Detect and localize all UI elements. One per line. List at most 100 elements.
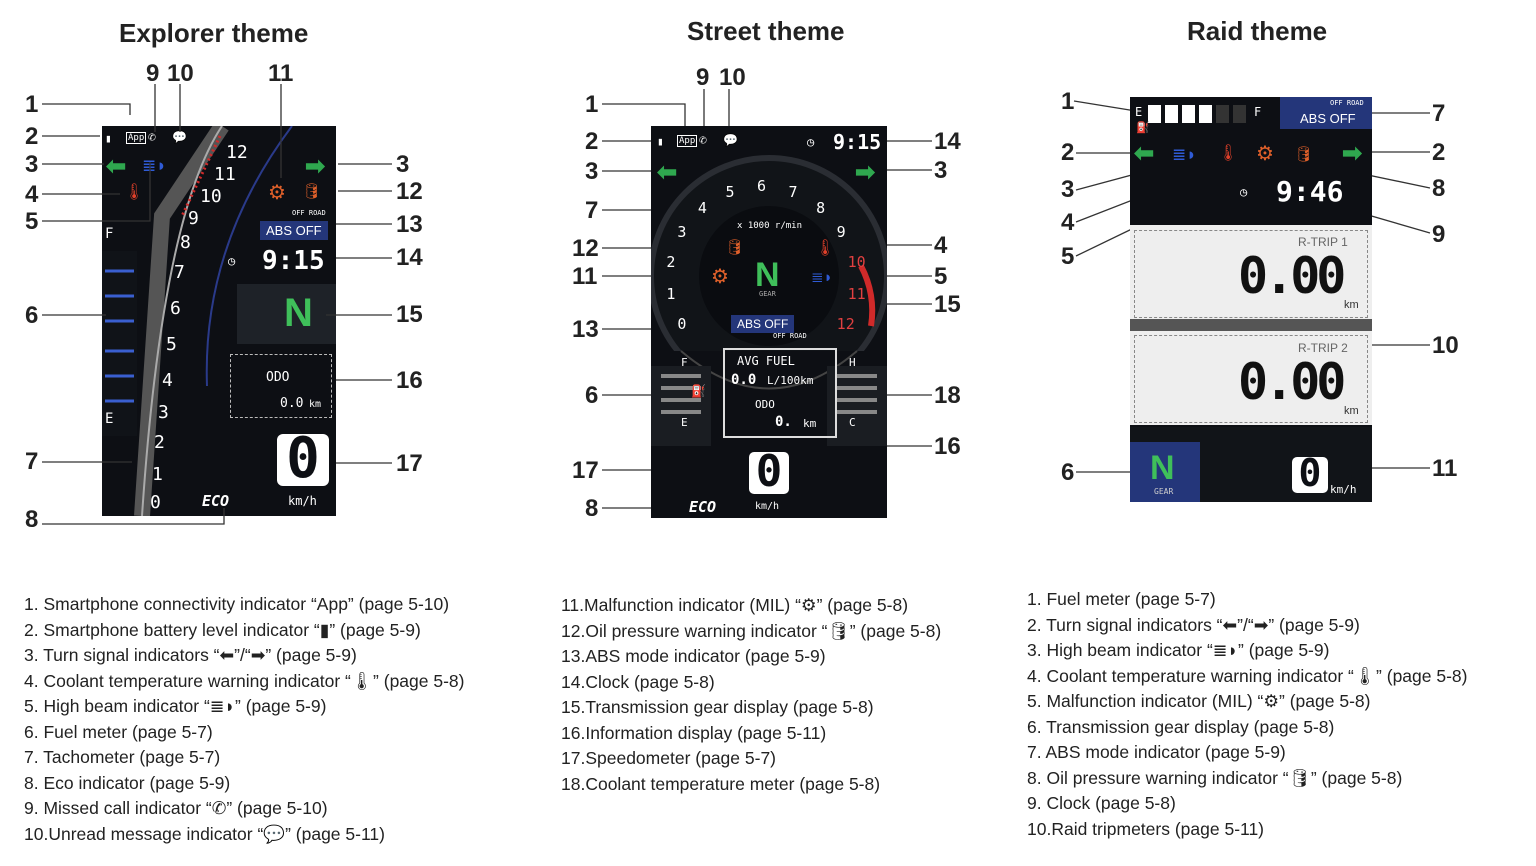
street-callout-16: 16 xyxy=(934,433,961,460)
street-oil-icon: 🛢 xyxy=(725,239,745,256)
explorer-oil-icon: 🛢 xyxy=(302,183,322,200)
legend-item: 7. Tachometer (page 5-7) xyxy=(24,747,221,767)
tach-tick-label: 0 xyxy=(150,492,161,513)
raid-right-turn-icon: ➡ xyxy=(1342,140,1363,167)
legend-item: 18.Coolant temperature meter (page 5-8) xyxy=(561,773,881,794)
tach-tick-label: 11 xyxy=(214,164,236,185)
raid-trip1-label: R-TRIP 1 xyxy=(1298,235,1348,249)
dial-number: 3 xyxy=(677,223,687,241)
street-left-turn-icon: ⬅ xyxy=(657,159,678,186)
explorer-callout-11: 11 xyxy=(268,60,294,87)
explorer-phone-battery-icon: ▮ xyxy=(105,132,112,145)
raid-screen: E F ⛽ OFF ROAD ABS OFF ⬅ ≣◗ 🌡 ⚙ 🛢 ➡ ◷ 9:… xyxy=(1130,97,1372,502)
legend-item: 10.Unread message indicator “💬” (page 5-… xyxy=(24,823,385,844)
street-eco-indicator: ECO xyxy=(689,498,717,516)
explorer-callout-6: 6 xyxy=(25,302,39,329)
street-theme-title: Street theme xyxy=(687,16,845,46)
message-icon: 💬 xyxy=(172,130,187,144)
explorer-gear-display: N xyxy=(284,291,313,335)
street-callout-1: 1 xyxy=(585,91,599,118)
street-rpm-label: x 1000 r/min xyxy=(737,221,803,231)
tach-tick-label: 3 xyxy=(158,402,169,423)
explorer-callout-3-right: 3 xyxy=(396,151,410,178)
raid-left-turn-icon: ⬅ xyxy=(1134,140,1155,167)
explorer-clock-icon: ◷ xyxy=(228,254,236,268)
fuel-bar-segment xyxy=(1165,105,1178,123)
street-speedometer: 0 xyxy=(755,446,783,497)
street-callout-4: 4 xyxy=(934,232,948,259)
legend-item: 9. Missed call indicator “✆” (page 5-10) xyxy=(24,798,328,818)
explorer-right-turn-icon: ➡ xyxy=(305,153,326,180)
raid-trip1-unit: km xyxy=(1344,299,1359,311)
street-message-icon: 💬 xyxy=(723,133,738,147)
raid-abs-indicator: ABS OFF xyxy=(1300,111,1356,126)
raid-callout-2-right: 2 xyxy=(1432,139,1446,166)
tach-tick-label: 6 xyxy=(170,298,181,319)
explorer-abs-indicator: ABS OFF xyxy=(260,221,328,240)
raid-fuel-empty-label: E xyxy=(1135,105,1143,119)
explorer-high-beam-icon: ≣◗ xyxy=(142,156,167,175)
legend-item: 7. ABS mode indicator (page 5-9) xyxy=(1027,742,1286,762)
fuel-bar-segment xyxy=(1182,105,1195,123)
street-avg-fuel-unit: L/100km xyxy=(767,374,814,387)
explorer-callout-7: 7 xyxy=(25,448,39,475)
raid-callout-6: 6 xyxy=(1061,459,1075,486)
explorer-callout-16: 16 xyxy=(396,367,423,394)
raid-trip-divider xyxy=(1130,319,1372,331)
legend-item: 3. Turn signal indicators “⬅”/“➡” (page … xyxy=(24,645,357,665)
legend-item: 1. Smartphone connectivity indicator “Ap… xyxy=(24,594,450,614)
raid-theme-title: Raid theme xyxy=(1187,16,1328,46)
dial-number: 5 xyxy=(725,182,735,201)
fuel-bar-segment xyxy=(1216,105,1229,123)
dial-number: 0 xyxy=(677,315,687,333)
explorer-coolant-icon: 🌡 xyxy=(124,184,145,201)
street-speed-unit: km/h xyxy=(755,501,780,512)
legend-item: 4. Coolant temperature warning indicator… xyxy=(24,670,465,691)
raid-gear-label: GEAR xyxy=(1154,487,1174,496)
explorer-callout-8: 8 xyxy=(25,506,39,533)
raid-abs-band xyxy=(1280,97,1372,129)
street-callout-3: 3 xyxy=(585,158,599,185)
explorer-callout-15: 15 xyxy=(396,301,423,328)
missed-call-icon: ✆ xyxy=(148,130,156,145)
street-avg-fuel-label: AVG FUEL xyxy=(737,354,795,368)
dial-number: 7 xyxy=(788,182,798,201)
tach-tick-label: 7 xyxy=(174,262,185,283)
street-avg-fuel-value: 0.0 xyxy=(731,372,757,388)
raid-callout-1: 1 xyxy=(1061,88,1075,115)
street-odo-label: ODO xyxy=(755,398,775,411)
legend-item: 4. Coolant temperature warning indicator… xyxy=(1027,665,1468,686)
raid-high-beam-icon: ≣◗ xyxy=(1172,145,1197,164)
raid-trip2-display xyxy=(1134,335,1368,423)
explorer-callout-4: 4 xyxy=(25,181,39,208)
explorer-speedometer: 0 xyxy=(286,426,320,491)
street-callout-13: 13 xyxy=(572,316,599,343)
legend-item: 13.ABS mode indicator (page 5-9) xyxy=(561,646,826,666)
street-callout-15: 15 xyxy=(934,291,961,318)
dial-number: 6 xyxy=(757,177,767,195)
explorer-speed-box xyxy=(277,434,329,486)
raid-callout-10: 10 xyxy=(1432,332,1459,359)
explorer-odo-unit: km xyxy=(309,399,322,410)
explorer-callout-9: 9 xyxy=(146,60,160,87)
explorer-fuel-full-label: F xyxy=(105,226,114,242)
raid-gear-display: N xyxy=(1150,449,1175,487)
street-gear-display: N xyxy=(755,256,780,294)
raid-callout-5: 5 xyxy=(1061,243,1075,270)
raid-callout-3: 3 xyxy=(1061,176,1075,203)
street-gear-label: GEAR xyxy=(759,290,776,298)
street-callout-18: 18 xyxy=(934,382,961,409)
street-odo-unit: km xyxy=(803,417,817,430)
explorer-gauge-art xyxy=(102,126,336,516)
tach-tick-label: 5 xyxy=(166,334,177,355)
explorer-callout-2: 2 xyxy=(25,123,39,150)
street-callout-8: 8 xyxy=(585,495,599,522)
raid-coolant-icon: 🌡 xyxy=(1218,145,1239,162)
legend-item: 5. Malfunction indicator (MIL) “⚙” (page… xyxy=(1027,691,1371,711)
explorer-fuel-empty-label: E xyxy=(105,411,114,427)
dial-number: 2 xyxy=(666,253,676,272)
raid-callout-8: 8 xyxy=(1432,175,1446,202)
street-missed-call-icon: ✆ xyxy=(699,133,707,148)
